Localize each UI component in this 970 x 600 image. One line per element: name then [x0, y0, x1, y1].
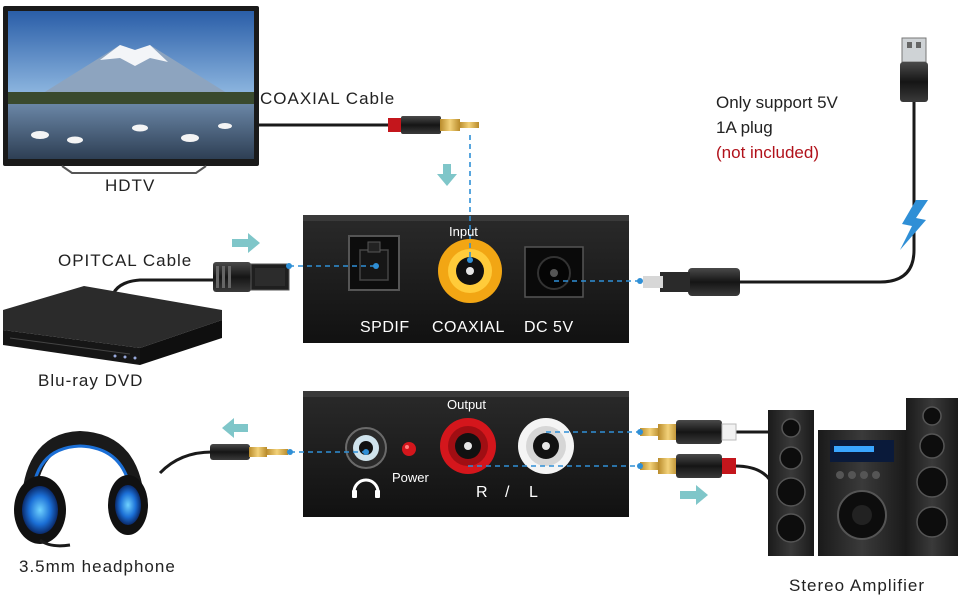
channel-slash: / [505, 484, 510, 501]
optical-cable-label: OPITCAL Cable [58, 251, 193, 270]
dc-port-label: DC 5V [524, 319, 574, 336]
hdtv-label: HDTV [105, 176, 156, 195]
signal-paths [289, 135, 640, 467]
arrow-down-icon [437, 164, 457, 186]
right-channel-label: R [476, 484, 489, 501]
headphone-3-5mm-plug [210, 444, 288, 460]
arrow-right-icon [680, 485, 708, 505]
bluray-player-illustration [3, 286, 222, 365]
usb-plug [900, 37, 928, 102]
output-title: Output [447, 397, 487, 412]
power-note-line2: 1A plug [716, 118, 773, 137]
hdtv-illustration [3, 6, 259, 174]
power-led-label: Power [392, 470, 429, 485]
dc-power-plug [643, 268, 740, 296]
coaxial-cable-label: COAXIAL Cable [260, 89, 396, 108]
input-converter-box [303, 215, 629, 343]
headphone-illustration [14, 430, 148, 548]
output-converter-box [303, 391, 629, 517]
power-note-line1: Only support 5V [716, 93, 838, 112]
optical-toslink-plug [213, 262, 290, 292]
input-title: Input [449, 224, 478, 239]
power-note-line3: (not included) [716, 143, 820, 162]
rca-white-plug [640, 420, 737, 444]
left-channel-label: L [529, 484, 539, 501]
rca-red-plug [640, 454, 736, 478]
coaxial-rca-plug [388, 116, 479, 134]
spdif-label: SPDIF [360, 319, 410, 336]
power-bolt-icon [900, 200, 928, 250]
coaxial-port-label: COAXIAL [432, 319, 505, 336]
bluray-label: Blu-ray DVD [38, 371, 144, 390]
signal-endpoints [286, 257, 643, 469]
arrow-left-icon [222, 418, 248, 438]
headphone-icon [352, 478, 380, 493]
arrow-right-icon [232, 233, 260, 253]
headphone-label: 3.5mm headphone [19, 557, 176, 576]
amplifier-label: Stereo Amplifier [789, 576, 925, 595]
stereo-amplifier-illustration [768, 398, 958, 556]
